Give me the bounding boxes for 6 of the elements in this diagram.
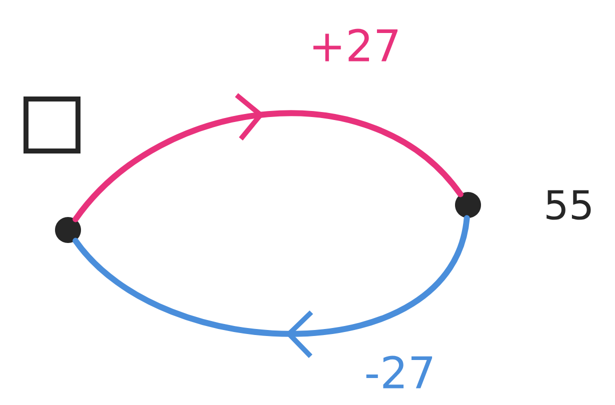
dot: [55, 217, 81, 243]
edge-label: +27: [308, 28, 402, 62]
dot: [455, 192, 481, 218]
edge-label: -27: [363, 354, 437, 390]
value-label: 55: [546, 190, 591, 220]
square-box: [24, 96, 80, 154]
